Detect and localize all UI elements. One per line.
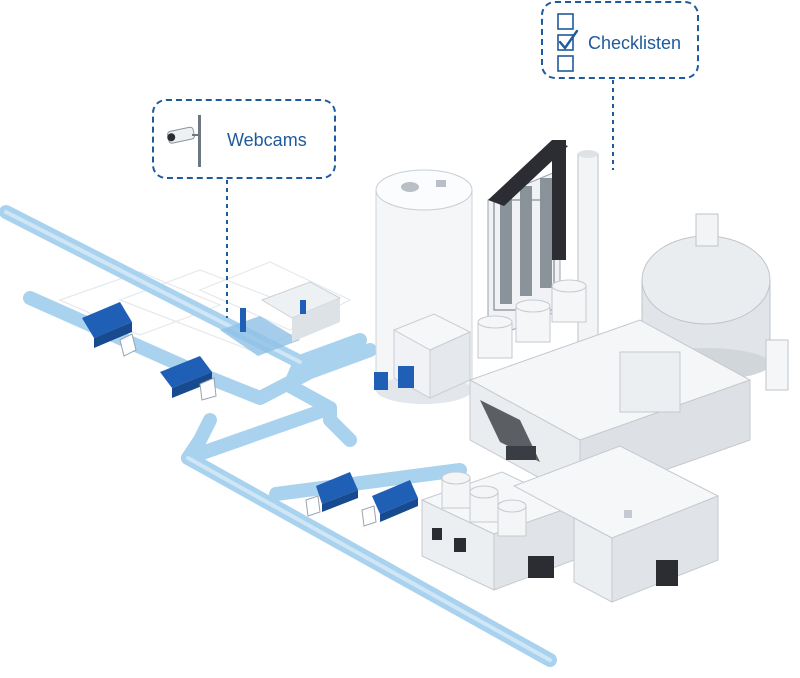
webcam-icon <box>164 113 216 169</box>
preheater-tower <box>487 140 568 341</box>
truck-1 <box>82 302 137 357</box>
webcams-callout[interactable]: Webcams <box>152 99 336 179</box>
checklist-icon <box>555 11 579 73</box>
webcams-label: Webcams <box>227 130 307 150</box>
truck-3 <box>305 472 358 517</box>
loading-station <box>374 313 472 399</box>
truck-4 <box>361 480 418 527</box>
checklists-label: Checklisten <box>588 33 682 53</box>
gate-area <box>220 281 342 356</box>
truck-2 <box>160 356 217 401</box>
warehouse-right <box>512 445 720 603</box>
tanks-row <box>477 279 587 359</box>
checklists-callout[interactable]: Checklisten <box>541 1 699 79</box>
warehouse-left <box>420 471 576 591</box>
connector-lines <box>226 80 614 318</box>
